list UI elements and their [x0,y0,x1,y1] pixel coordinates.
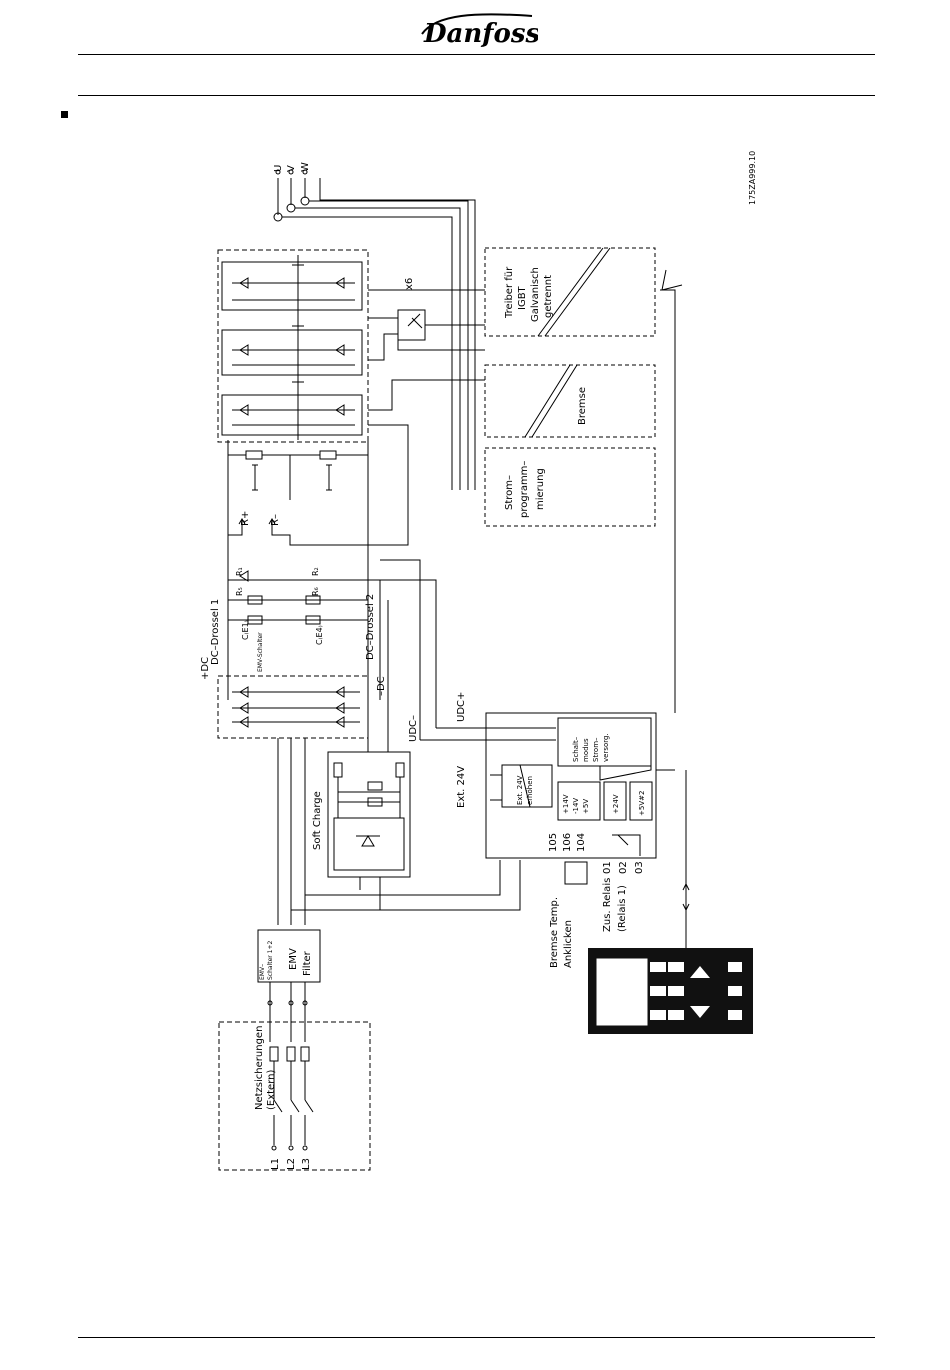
emv-switch-label-1: EMV– [259,964,266,980]
r-minus-label: R– [270,514,281,526]
treiber-label-1: Treiber für [504,266,515,319]
strom-label-1: Strom– [504,475,515,510]
dc-drossel-2-label: DC–Drossel 2 [365,594,376,660]
footer-rule [78,1337,875,1338]
logo-text: Danfoss [423,19,538,49]
terminal-w-label: W [300,162,311,172]
treiber-label-2: IGBT [517,285,528,310]
ext-24v-label: Ext. 24V [456,766,467,808]
drawing-number: 175ZA999.10 [748,151,757,205]
x6-label: x6 [404,278,415,290]
terminal-u-label: U [273,165,284,172]
terminal-104-label: 104 [576,833,587,852]
relay-02-label: 02 [618,861,629,874]
soft-charge-label: Soft Charge [312,791,323,850]
zus-relais-label-1: Zus. Relais [602,878,613,932]
ce1-label: C₍E1₎ [241,620,250,640]
ext24-erhoehen-label-1: Ext. 24V [516,775,524,805]
schalt-label-4: versorg. [602,733,610,762]
danfoss-logo: Danfoss [416,8,540,50]
emv-filter-label-1: EMV [288,948,299,970]
dc-drossel-1-label: DC–Drossel 1 [210,599,221,665]
psu-label-1: +14V [562,794,570,814]
strom-label-3: mierung [535,468,546,510]
r6-label: R₆ [311,587,320,596]
treiber-label-4: getrennt [543,275,554,318]
udc-plus-label: UDC+ [456,692,467,722]
header-rule-top [78,54,875,55]
relay-03-label: 03 [634,861,645,874]
terminal-l3-label: L3 [301,1158,312,1170]
terminal-v-label: V [286,165,297,172]
bremse-label: Bremse [577,387,588,425]
terminal-105-label: 105 [548,833,559,852]
relay-01-label: 01 [602,861,613,874]
udc-minus-label: UDC– [408,715,419,742]
ce4-label: C₍E4₎ [315,625,324,645]
emv-schalter-label: EMV-Schalter [257,632,264,672]
bremse-temp-label-2: Anklicken [563,920,574,968]
bremse-temp-label-1: Bremse Temp. [549,897,560,968]
header-rule-bottom [78,95,875,96]
netzsicherungen-label-2: (Extern) [266,1070,277,1110]
r2-label: R₂ [311,567,320,576]
minus-dc-label: –DC [376,676,387,696]
r1-label: R₁ [235,567,244,576]
plus-dc-label: +DC [200,657,211,680]
plus24-label: +24V [612,794,620,814]
ext24-erhoehen-label-2: erhöhen [526,776,534,805]
schalt-label-3: Strom– [592,737,600,762]
schalt-label-2: modus [582,738,590,762]
schalt-label-1: Schalt– [572,736,580,762]
emv-filter-label-2: Filter [302,950,313,976]
netzsicherungen-label-1: Netzsicherungen [254,1026,265,1110]
treiber-label-3: Galvanisch [530,267,541,322]
strom-label-2: programm– [519,461,530,518]
psu-label-2: -14V [572,798,580,814]
terminal-106-label: 106 [562,833,573,852]
r5-label: R₅ [235,587,244,596]
r-plus-label: R+ [240,511,251,526]
terminal-l1-label: L1 [270,1158,281,1170]
zus-relais-label-2: (Relais 1) [617,885,628,932]
plus5-label: +5V#2 [638,791,646,816]
emv-switch-label-2: Schalter 1+2 [267,940,274,980]
terminal-l2-label: L2 [286,1158,297,1170]
section-bullet-icon [61,111,68,118]
psu-label-3: +5V [582,799,590,814]
